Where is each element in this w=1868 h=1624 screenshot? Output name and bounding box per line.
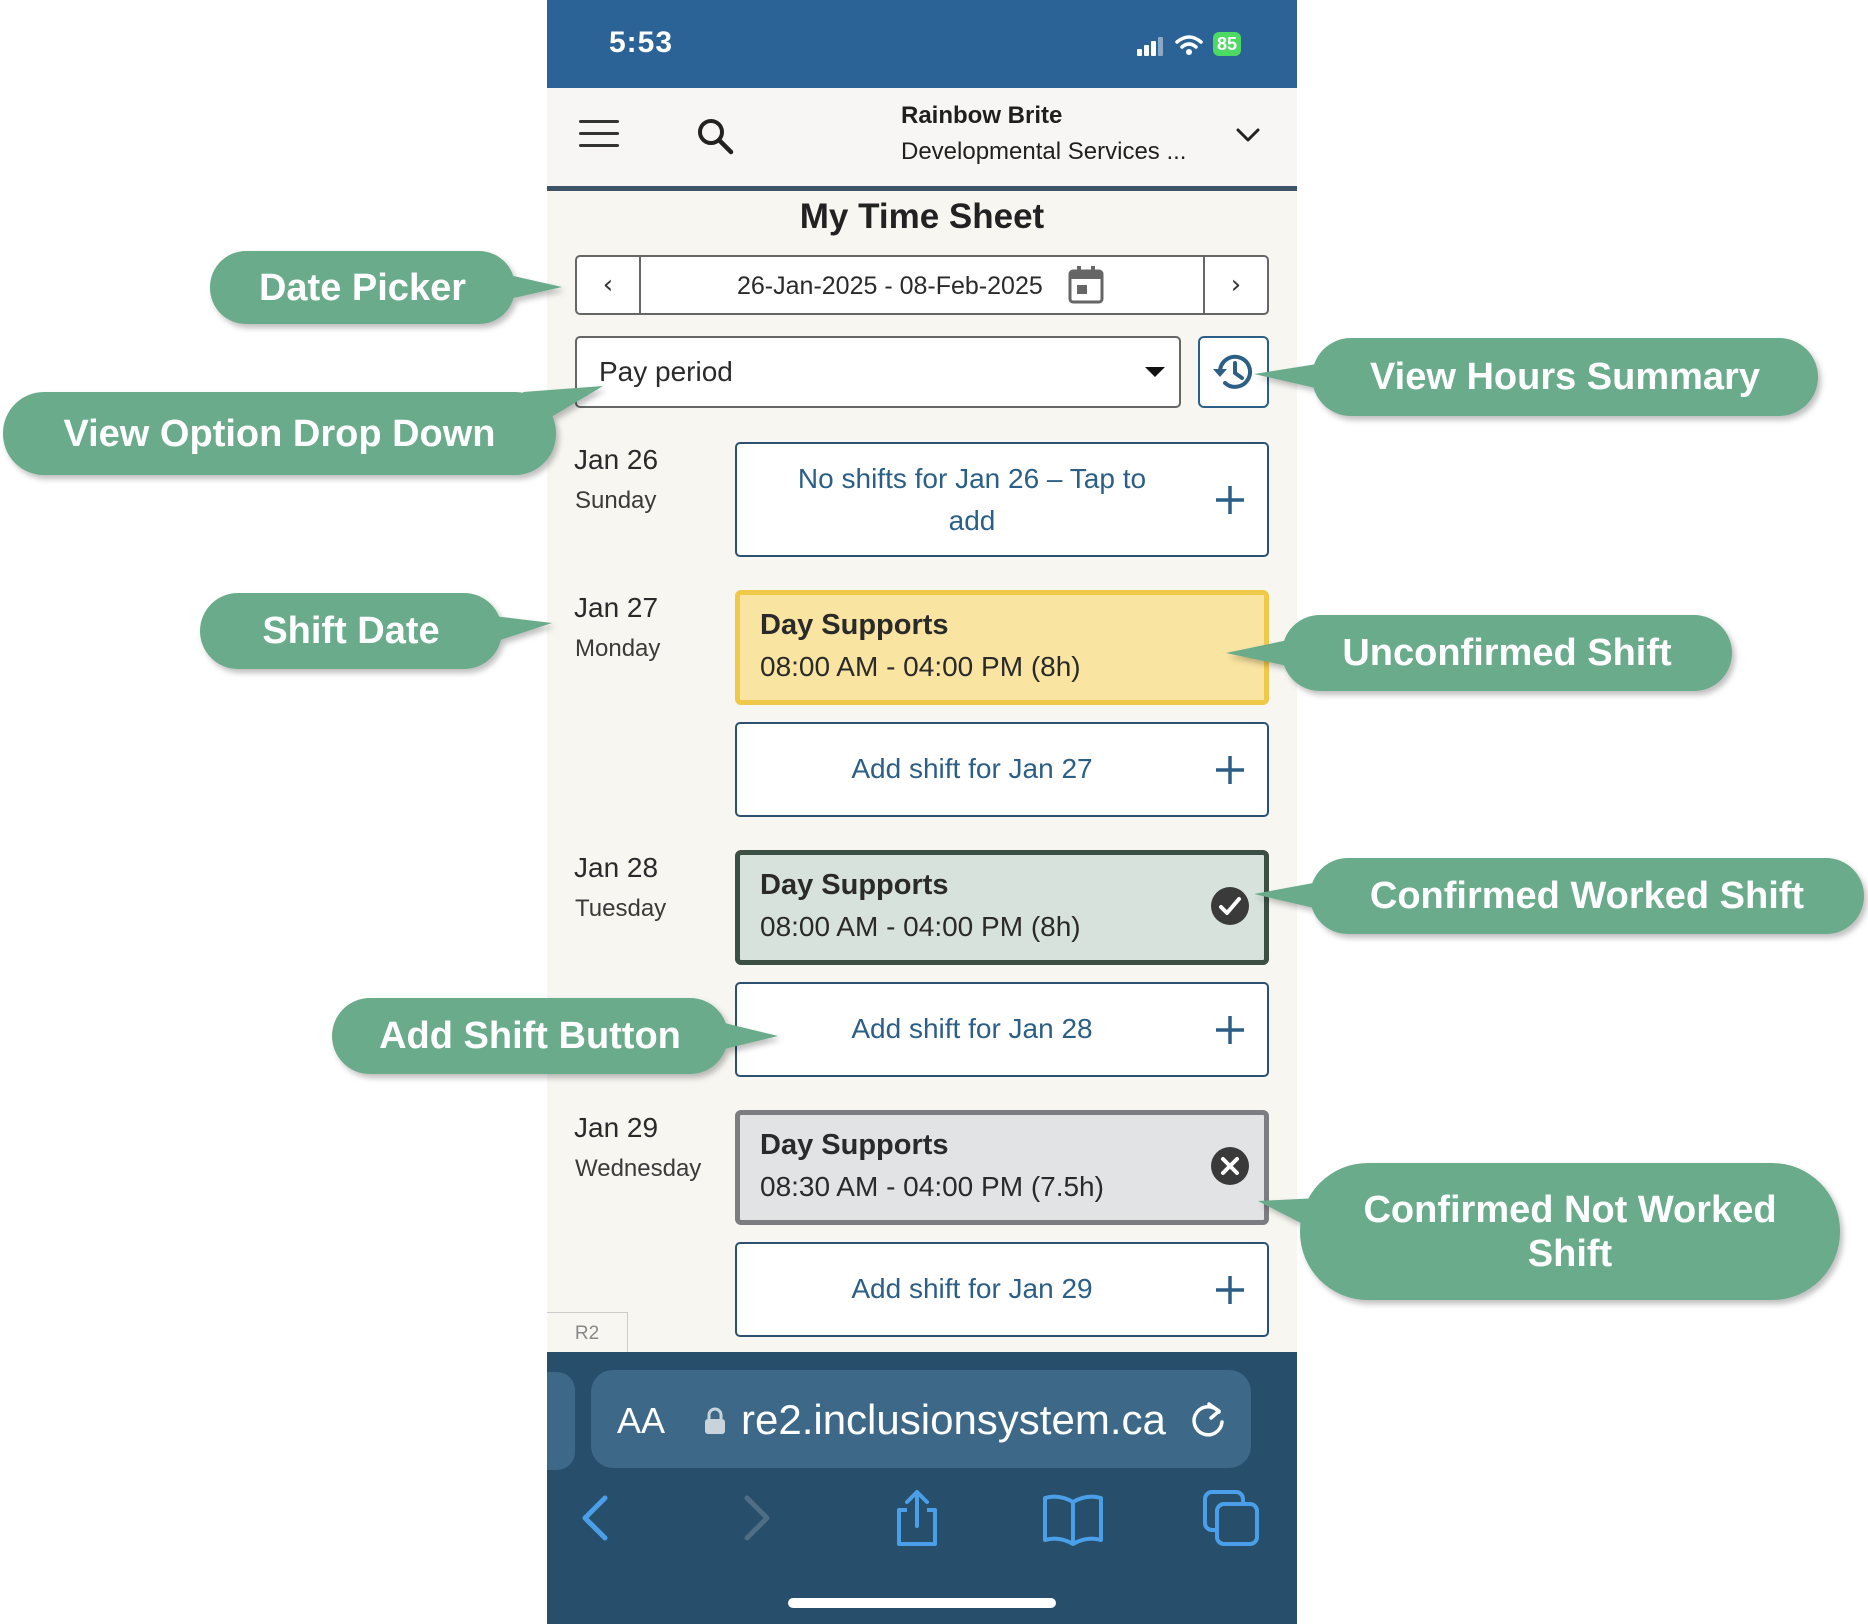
home-indicator bbox=[788, 1598, 1056, 1608]
callout-label-line2: Shift bbox=[1527, 1232, 1613, 1275]
view-option-dropdown[interactable]: Pay period bbox=[575, 336, 1181, 408]
callout-label-line1: Confirmed Not Worked bbox=[1363, 1188, 1777, 1231]
shift-card-confirmed-not-worked[interactable]: Day Supports 08:30 AM - 04:00 PM (7.5h) bbox=[735, 1110, 1269, 1225]
x-circle-icon bbox=[1211, 1147, 1249, 1185]
battery-indicator: 85 bbox=[1213, 32, 1242, 56]
add-shift-label: Add shift for Jan 27 bbox=[851, 753, 1093, 784]
callout-hours-summary: View Hours Summary bbox=[1254, 338, 1818, 416]
shift-type: Day Supports bbox=[760, 609, 949, 641]
view-option-value: Pay period bbox=[599, 356, 733, 387]
date-picker: ‹ 26-Jan-2025 - 08-Feb-2025 › bbox=[575, 255, 1269, 315]
shift-weekday: Wednesday bbox=[575, 1155, 702, 1182]
bookmarks-icon[interactable] bbox=[1041, 1486, 1105, 1550]
org-subtitle[interactable]: Developmental Services ... bbox=[901, 138, 1187, 165]
status-bar: 5:53 85 bbox=[547, 0, 1297, 88]
plus-icon bbox=[1216, 486, 1244, 514]
browser-toolbar: AA re2.inclusionsystem.ca bbox=[547, 1352, 1297, 1624]
back-icon[interactable] bbox=[565, 1486, 629, 1550]
add-shift-button[interactable]: No shifts for Jan 26 – Tap to add bbox=[735, 442, 1269, 557]
callout-label: Unconfirmed Shift bbox=[1342, 632, 1672, 674]
version-tab[interactable]: R2 bbox=[547, 1312, 628, 1356]
add-shift-label-line2: add bbox=[948, 505, 996, 536]
url-text[interactable]: re2.inclusionsystem.ca bbox=[741, 1396, 1166, 1443]
plus-icon bbox=[1216, 1016, 1244, 1044]
shift-type: Day Supports bbox=[760, 1129, 949, 1161]
callout-date-picker: Date Picker bbox=[210, 251, 562, 324]
callout-view-option: View Option Drop Down bbox=[3, 386, 603, 475]
shift-date: Jan 28 bbox=[574, 852, 659, 883]
org-name[interactable]: Rainbow Brite bbox=[901, 102, 1063, 129]
add-shift-label: Add shift for Jan 29 bbox=[851, 1273, 1093, 1304]
reload-icon[interactable] bbox=[1187, 1398, 1229, 1440]
page-title: My Time Sheet bbox=[799, 197, 1045, 236]
shift-type: Day Supports bbox=[760, 869, 949, 901]
signal-icon bbox=[1137, 36, 1165, 56]
shift-date: Jan 27 bbox=[574, 592, 659, 623]
prev-period-button[interactable]: ‹ bbox=[577, 257, 641, 313]
callout-label: Date Picker bbox=[258, 266, 466, 309]
chevron-down-icon[interactable] bbox=[1233, 120, 1263, 150]
forward-icon[interactable] bbox=[723, 1486, 787, 1550]
callout-add-shift: Add Shift Button bbox=[332, 998, 778, 1074]
status-time: 5:53 bbox=[609, 26, 674, 59]
reader-aa-button[interactable]: AA bbox=[617, 1400, 666, 1441]
callout-label: View Hours Summary bbox=[1369, 356, 1760, 398]
add-shift-label: No shifts for Jan 26 – Tap to add bbox=[737, 458, 1207, 542]
shift-card-unconfirmed[interactable]: Day Supports 08:00 AM - 04:00 PM (8h) bbox=[735, 590, 1269, 705]
url-field[interactable]: AA re2.inclusionsystem.ca bbox=[591, 1370, 1251, 1468]
callout-label: Add Shift Button bbox=[379, 1015, 681, 1057]
add-shift-label: Add shift for Jan 28 bbox=[851, 1013, 1093, 1044]
shift-time: 08:30 AM - 04:00 PM (7.5h) bbox=[760, 1171, 1104, 1202]
callout-unconfirmed: Unconfirmed Shift bbox=[1226, 615, 1732, 691]
next-period-button[interactable]: › bbox=[1203, 257, 1267, 313]
shift-date: Jan 29 bbox=[574, 1112, 659, 1143]
wifi-icon bbox=[1175, 35, 1203, 55]
plus-icon bbox=[1216, 1276, 1244, 1304]
callout-label: View Option Drop Down bbox=[63, 412, 496, 455]
add-shift-button[interactable]: Add shift for Jan 29 bbox=[735, 1242, 1269, 1337]
share-icon[interactable] bbox=[885, 1486, 949, 1550]
callout-label: Confirmed Worked Shift bbox=[1369, 875, 1805, 917]
callout-shift-date: Shift Date bbox=[200, 593, 552, 669]
history-icon bbox=[1212, 354, 1252, 389]
previous-tab-stub[interactable] bbox=[547, 1372, 575, 1470]
plus-icon bbox=[1216, 756, 1244, 784]
app-header: Rainbow Brite Developmental Services ... bbox=[547, 88, 1297, 191]
shift-time: 08:00 AM - 04:00 PM (8h) bbox=[760, 651, 1081, 682]
calendar-icon[interactable] bbox=[1067, 265, 1105, 305]
shift-weekday: Sunday bbox=[575, 487, 657, 514]
view-hours-summary-button[interactable] bbox=[1198, 336, 1269, 408]
lock-icon bbox=[705, 1407, 725, 1434]
menu-icon[interactable] bbox=[579, 120, 619, 150]
shift-time: 08:00 AM - 04:00 PM (8h) bbox=[760, 911, 1081, 942]
shift-weekday: Tuesday bbox=[575, 895, 667, 922]
tabs-icon[interactable] bbox=[1199, 1486, 1263, 1550]
add-shift-button[interactable]: Add shift for Jan 27 bbox=[735, 722, 1269, 817]
callout-confirmed-worked: Confirmed Worked Shift bbox=[1254, 858, 1864, 934]
add-shift-label-line1: No shifts for Jan 26 – Tap to bbox=[797, 463, 1147, 494]
status-icons: 85 bbox=[1137, 32, 1242, 56]
dropdown-arrow-icon bbox=[1145, 367, 1165, 377]
check-circle-icon bbox=[1211, 887, 1249, 925]
shift-card-confirmed-worked[interactable]: Day Supports 08:00 AM - 04:00 PM (8h) bbox=[735, 850, 1269, 965]
shift-date: Jan 26 bbox=[574, 444, 659, 475]
phone-screen: 5:53 85 Rainbow Brite Developmental Serv… bbox=[547, 0, 1297, 1624]
callout-label: Shift Date bbox=[262, 610, 440, 652]
add-shift-button[interactable]: Add shift for Jan 28 bbox=[735, 982, 1269, 1077]
search-icon[interactable] bbox=[695, 116, 735, 156]
shift-weekday: Monday bbox=[575, 635, 661, 662]
date-range-label[interactable]: 26-Jan-2025 - 08-Feb-2025 bbox=[737, 272, 1043, 300]
